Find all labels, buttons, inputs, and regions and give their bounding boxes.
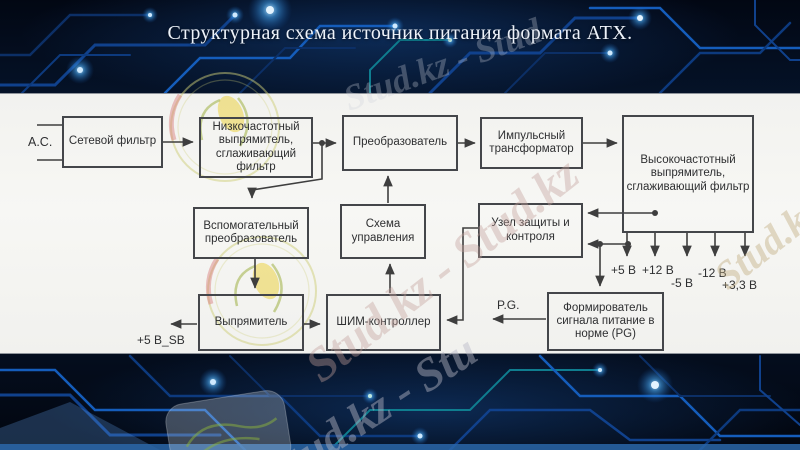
block-converter: Преобразователь xyxy=(342,115,458,171)
bird-logo-middle xyxy=(205,236,317,346)
block-rectifier: Выпрямитель xyxy=(198,294,304,351)
block-control-circuit: Схема управления xyxy=(340,204,426,259)
block-pg-shaper: Формирователь сигнала питание в норме (P… xyxy=(547,292,664,351)
voltage-label-12v: +12 В xyxy=(642,263,674,277)
voltage-label-minus5v: -5 В xyxy=(671,276,694,290)
junction-dots xyxy=(319,140,658,247)
block-mains-filter: Сетевой фильтр xyxy=(62,116,163,168)
standby-output-label: +5 В_SB xyxy=(137,333,185,347)
voltage-label-3v3: +3,3 В xyxy=(722,278,758,292)
slide-title: Структурная схема источник питания форма… xyxy=(167,22,633,44)
glow-nodes xyxy=(66,0,673,445)
voltage-label-5v: +5 В xyxy=(611,263,637,277)
block-pwm-controller: ШИМ-контроллер xyxy=(326,294,441,351)
pg-output-label: P.G. xyxy=(497,298,520,312)
diagram-panel xyxy=(0,93,800,354)
ac-input-label: А.С. xyxy=(28,135,53,149)
block-hf-rectifier: Высокочастотный выпрямитель, сглаживающи… xyxy=(622,115,754,233)
bird-logo-top xyxy=(168,72,280,182)
corner-light-wedge xyxy=(0,402,160,450)
bird-logo-bottom-tile xyxy=(165,390,292,450)
block-lf-rectifier: Низкочастотный выпрямитель, сглаживающий… xyxy=(199,117,313,178)
block-protection-unit: Узел защиты и контроля xyxy=(478,203,583,258)
voltage-label-minus12v: -12 В xyxy=(698,266,727,280)
block-pulse-transformer: Импульсный трансформатор xyxy=(480,117,583,169)
block-aux-converter: Вспомогательный преобразователь xyxy=(193,207,309,259)
bottom-band xyxy=(0,444,800,450)
